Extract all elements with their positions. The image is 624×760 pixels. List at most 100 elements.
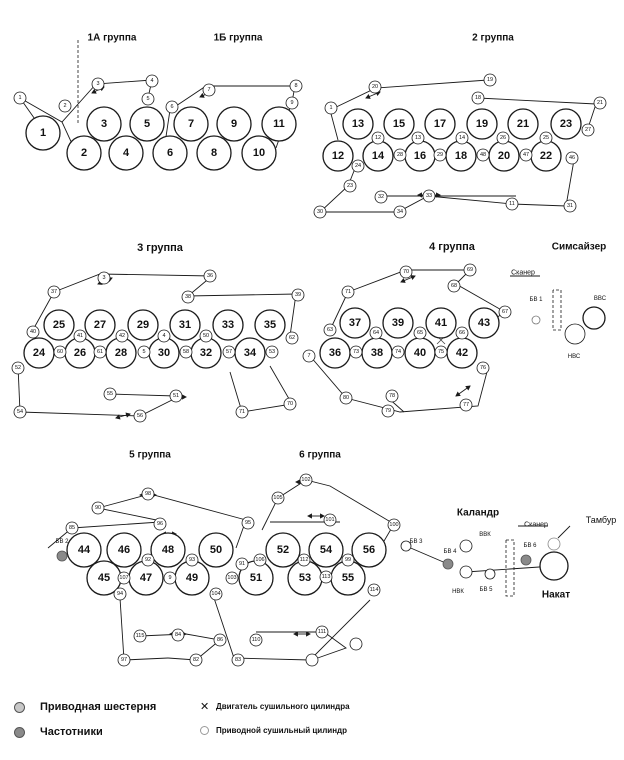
guide-roll bbox=[381, 404, 395, 418]
felt-line bbox=[186, 275, 297, 337]
felt-line bbox=[477, 97, 597, 105]
guide-roll bbox=[391, 345, 405, 359]
tambour-roll bbox=[547, 537, 561, 551]
dryer-cylinder-label: 1 bbox=[40, 127, 46, 139]
guide-roll bbox=[58, 99, 72, 113]
dryer-cylinder-label: 40 bbox=[414, 347, 426, 359]
arrow-head bbox=[400, 277, 406, 283]
bv5-label: БВ 5 bbox=[480, 587, 494, 593]
guide-roll bbox=[563, 199, 577, 213]
arrow-head bbox=[465, 385, 471, 391]
guide-roll-label: 82 bbox=[193, 657, 199, 663]
dryer-cylinder-label: 42 bbox=[456, 347, 468, 359]
guide-roll bbox=[313, 205, 327, 219]
guide-roll-label: 64 bbox=[373, 330, 379, 336]
guide-roll-label: 18 bbox=[475, 95, 481, 101]
dryer-cylinder-label: 55 bbox=[342, 572, 354, 584]
dryer-cylinder-label: 3 bbox=[101, 118, 107, 130]
guide-roll bbox=[141, 487, 155, 501]
arrow-head bbox=[365, 93, 371, 99]
dryer-cylinder-label: 47 bbox=[140, 572, 152, 584]
guide-roll-label: 7 bbox=[307, 353, 310, 359]
dryer-cylinder bbox=[212, 309, 244, 341]
guide-roll bbox=[117, 571, 131, 585]
arrow-head bbox=[293, 631, 298, 637]
guide-roll bbox=[299, 473, 313, 487]
guide-roll-label: 112 bbox=[300, 557, 309, 563]
guide-roll bbox=[171, 628, 185, 642]
dryer-roll-bv3 bbox=[400, 540, 412, 552]
felt-line bbox=[329, 109, 339, 141]
guide-roll-label: 75 bbox=[438, 349, 444, 355]
guide-roll-label: 98 bbox=[145, 491, 151, 497]
guide-roll bbox=[341, 553, 355, 567]
dryer-cylinder-label: 33 bbox=[222, 319, 234, 331]
guide-roll bbox=[265, 345, 279, 359]
dryer-cylinder-label: 49 bbox=[186, 572, 198, 584]
guide-roll bbox=[339, 391, 353, 405]
guide-roll-label: 80 bbox=[343, 395, 349, 401]
guide-roll bbox=[141, 92, 155, 106]
guide-roll-label: 9 bbox=[168, 575, 171, 581]
dryer-cylinder-label: 11 bbox=[273, 118, 285, 130]
guide-roll bbox=[422, 189, 436, 203]
dryer-cylinder-label: 37 bbox=[349, 317, 361, 329]
guide-roll-label: 106 bbox=[255, 557, 264, 563]
felt-line bbox=[109, 393, 177, 397]
guide-roll-label: 85 bbox=[69, 525, 75, 531]
bv1-label: БВ 1 bbox=[530, 297, 544, 303]
guide-roll bbox=[202, 83, 216, 97]
felt-line bbox=[169, 85, 296, 111]
dryer-cylinder-label: 22 bbox=[540, 150, 552, 162]
dryer-cylinder bbox=[129, 106, 165, 142]
guide-roll-label: 34 bbox=[397, 209, 403, 215]
legend-drive-gear: Приводная шестерня bbox=[14, 701, 214, 716]
dryer-cylinder-label: 34 bbox=[244, 347, 257, 359]
dryer-cylinder bbox=[254, 309, 286, 341]
dryer-cylinder-label: 46 bbox=[118, 544, 130, 556]
felt-line bbox=[505, 539, 515, 597]
felt-line bbox=[557, 525, 571, 539]
arrow-head bbox=[199, 92, 205, 98]
dryer-cylinder-label: 4 bbox=[123, 147, 130, 159]
guide-roll bbox=[498, 305, 512, 319]
dryer-cylinder-label: 50 bbox=[210, 544, 222, 556]
guide-roll-label: 23 bbox=[347, 183, 353, 189]
guide-roll-label: 13 bbox=[415, 135, 421, 141]
guide-roll-label: 83 bbox=[235, 657, 241, 663]
dryer-cylinder-label: 38 bbox=[371, 347, 383, 359]
guide-roll bbox=[476, 361, 490, 375]
dryer-cylinder-label: 35 bbox=[264, 319, 276, 331]
guide-roll bbox=[371, 131, 385, 145]
guide-roll-label: 2 bbox=[63, 103, 66, 109]
guide-roll-label: 1 bbox=[329, 105, 332, 111]
guide-roll bbox=[565, 151, 579, 165]
legend-drive-cylinder-label: Приводной сушильный цилиндр bbox=[216, 726, 348, 735]
guide-roll-label: 39 bbox=[295, 292, 301, 298]
guide-roll-label: 115 bbox=[136, 633, 145, 639]
guide-roll bbox=[91, 77, 105, 91]
guide-roll-label: 110 bbox=[252, 637, 261, 643]
vvk-label: ВВК bbox=[479, 532, 491, 538]
drive-cylinder-swatch bbox=[200, 726, 209, 735]
guide-roll-label: 47 bbox=[523, 152, 529, 158]
dryer-cylinder-label: 5 bbox=[144, 118, 150, 130]
guide-roll-label: 113 bbox=[322, 574, 331, 580]
dryer-cylinder-label: 51 bbox=[250, 572, 262, 584]
scanner-2-label: Сканер bbox=[524, 522, 548, 529]
guide-roll-label: 51 bbox=[173, 393, 179, 399]
arrow-head bbox=[436, 192, 441, 198]
guide-roll-label: 58 bbox=[183, 349, 189, 355]
guide-roll-label: 94 bbox=[117, 591, 123, 597]
vvs-label: ВВС bbox=[594, 296, 607, 302]
guide-roll bbox=[411, 131, 425, 145]
guide-roll bbox=[471, 91, 485, 105]
guide-roll-label: 25 bbox=[543, 135, 549, 141]
sizer-upper-roll bbox=[582, 306, 606, 330]
sizer-lower-roll bbox=[564, 323, 586, 345]
drive-gear-bv4 bbox=[442, 558, 454, 570]
guide-roll bbox=[385, 389, 399, 403]
guide-roll bbox=[399, 265, 413, 279]
guide-roll bbox=[113, 587, 127, 601]
dryer-cylinder-label: 56 bbox=[363, 544, 375, 556]
